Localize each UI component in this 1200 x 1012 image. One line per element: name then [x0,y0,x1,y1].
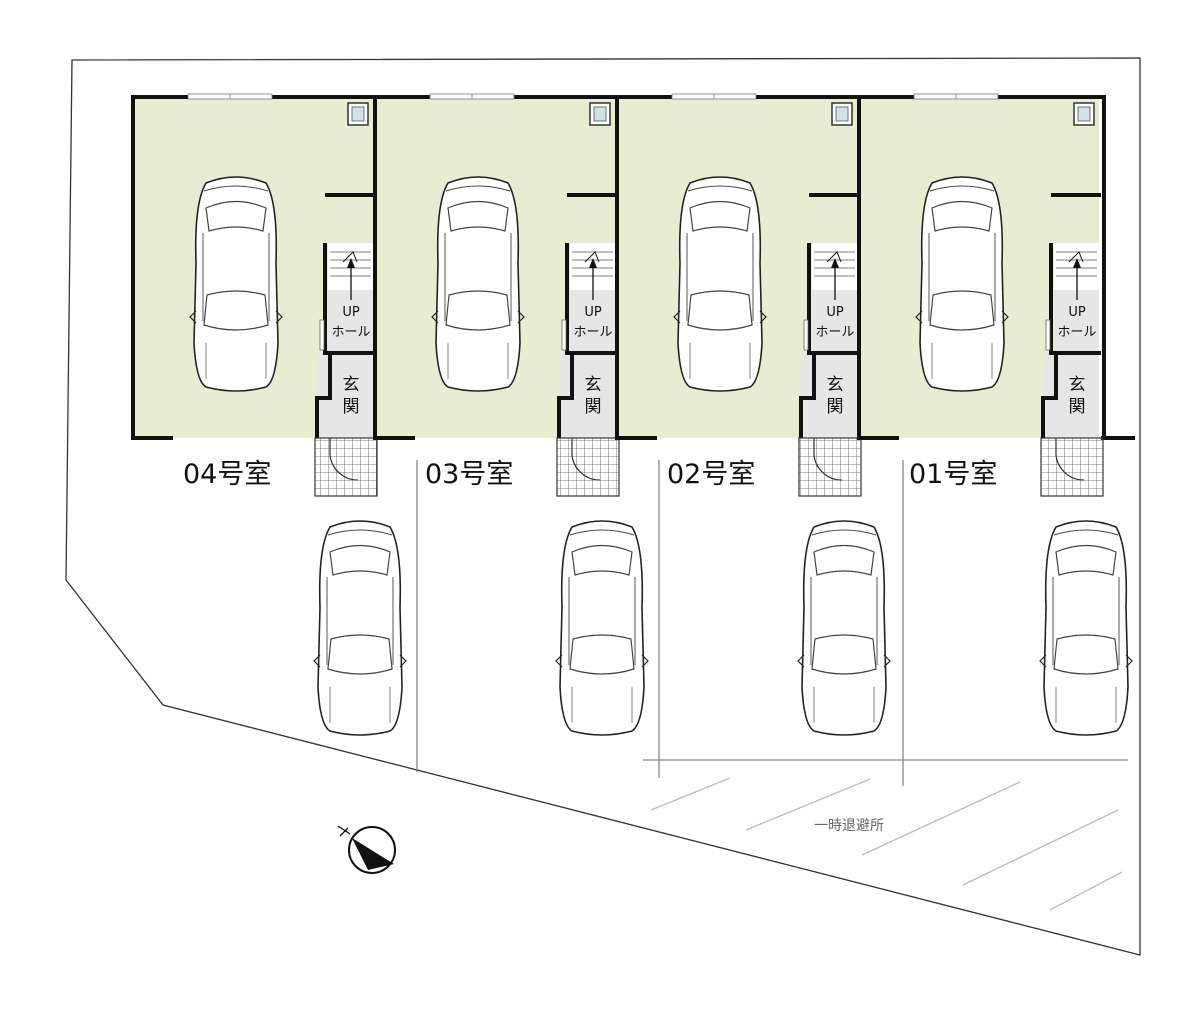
hall-label: ホール [815,325,854,340]
porch-tiles [314,437,378,497]
building-units: UPホール玄関04号室UPホール玄関03号室UPホール玄関02号室UPホール玄関… [131,93,1135,497]
parking-car-icon [1039,520,1133,736]
door-swing [571,438,601,481]
garage-car-icon [431,176,525,392]
unit-label: 02号室 [667,459,755,490]
hall-label: ホール [1057,325,1096,340]
refuge-area-label: 一時退避所 [814,818,884,834]
stair-up-label: UP [826,305,844,320]
unit-label: 03号室 [425,459,513,490]
stair-up-label: UP [584,305,602,320]
outer-wall [857,95,1106,440]
parking-dividers [416,460,1128,786]
porch-tiles [556,437,620,497]
entrance-label-1: 玄 [827,375,844,395]
door-swing [1055,438,1085,481]
entrance-label-1: 玄 [343,375,360,395]
outdoor-parking [313,520,1133,736]
door-swing [813,438,843,481]
hall-label: ホール [331,325,370,340]
entrance-label-2: 関 [1069,397,1086,417]
entrance-label-2: 関 [585,397,602,417]
entrance-label-2: 関 [827,397,844,417]
refuge-area-lines [650,777,1123,911]
garage-car-icon [189,176,283,392]
parking-car-icon [313,520,407,736]
entrance-label-1: 玄 [585,375,602,395]
porch-tiles [1040,437,1104,497]
hall-label: ホール [573,325,612,340]
unit-label: 04号室 [183,459,271,490]
hall [812,290,857,352]
porch-tiles [798,437,862,497]
hall [1054,290,1099,352]
garage-car-icon [915,176,1009,392]
entrance-label-2: 関 [343,397,360,417]
stair-up-label: UP [1068,305,1086,320]
site-boundary [65,57,1141,956]
unit-label: 01号室 [909,459,997,490]
north-arrow-icon [337,825,396,874]
door-swing [329,438,359,481]
garage-car-icon [673,176,767,392]
parking-car-icon [555,520,649,736]
hall [570,290,615,352]
entrance-label-1: 玄 [1069,375,1086,395]
hall [328,290,373,352]
stair-up-label: UP [342,305,360,320]
parking-car-icon [797,520,891,736]
